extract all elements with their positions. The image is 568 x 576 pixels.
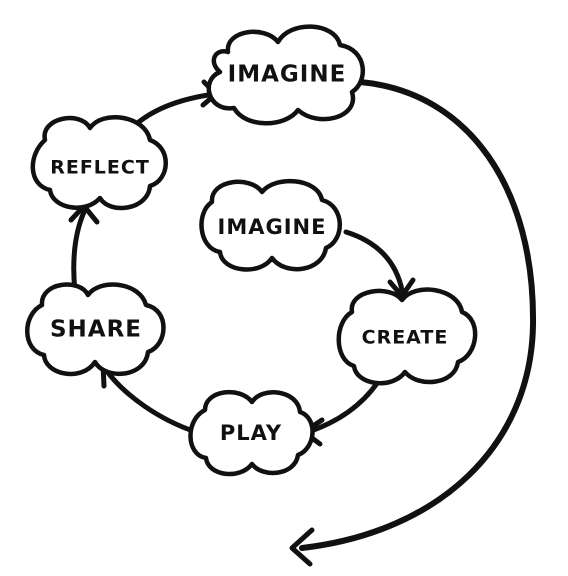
node-play: PLAY <box>188 389 315 477</box>
node-reflect: REFLECT <box>30 115 168 211</box>
arrow-spiral-outward <box>299 79 537 551</box>
arrow-create-to-play <box>305 379 381 435</box>
node-imagine-inner: IMAGINE <box>199 178 342 272</box>
node-label: SHARE <box>50 317 142 343</box>
arrowhead-spiral-outward <box>289 527 315 567</box>
node-label: PLAY <box>220 421 282 445</box>
node-label: IMAGINE <box>228 62 347 88</box>
arrow-imagine-to-create <box>343 229 405 293</box>
node-label: REFLECT <box>50 157 150 179</box>
node-create: CREATE <box>336 287 478 386</box>
cloud-shape <box>336 287 478 386</box>
cloud-shape <box>206 24 366 126</box>
cloud-shape <box>199 178 342 272</box>
node-label: IMAGINE <box>218 215 327 239</box>
node-label: CREATE <box>362 327 449 349</box>
cloud-shape <box>188 389 315 477</box>
cloud-shape <box>30 115 168 211</box>
arrow-play-to-share <box>103 367 199 435</box>
node-imagine-outer: IMAGINE <box>206 24 366 126</box>
arrow-share-to-reflect <box>71 209 87 295</box>
cloud-shape <box>25 282 166 377</box>
node-share: SHARE <box>25 282 166 377</box>
arrowhead-imagine-to-create <box>387 277 416 299</box>
